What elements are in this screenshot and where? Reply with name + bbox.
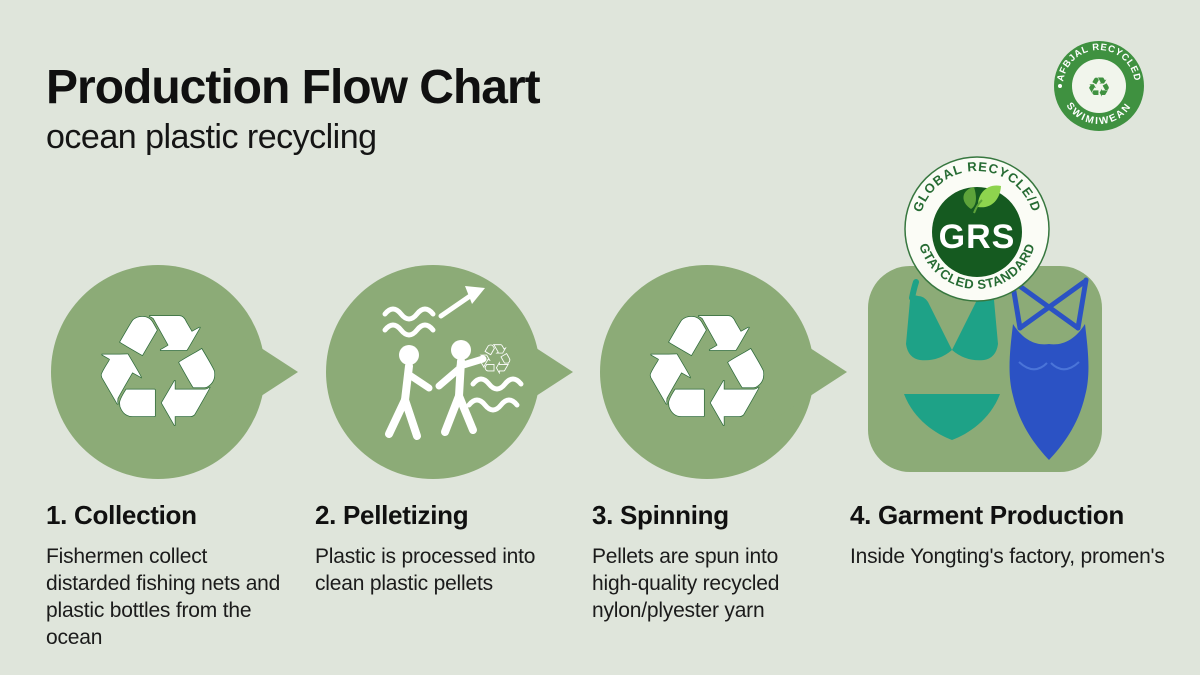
step-4-shape (868, 266, 1102, 472)
recycled-swimwear-badge: AFBJAL RECYCLED SWIMIWEAN ♻ (1054, 41, 1144, 131)
recycle-symbol-icon: ♻ (89, 281, 228, 462)
grs-center-text: GRS (939, 218, 1016, 256)
small-recycle-icon: ♲ (476, 335, 514, 384)
step-2-description: Plastic is processed into clean plastic … (315, 545, 536, 595)
bikini-icon (904, 279, 1000, 440)
one-piece-swimsuit-icon (1009, 277, 1089, 460)
swimwear-icon (904, 277, 1089, 460)
step-3-description: Pellets are spun into high-quality recyc… (592, 545, 780, 622)
badge-inner-circle (1072, 59, 1126, 113)
step-1-heading: 1. Collection (46, 500, 197, 530)
page-title: Production Flow Chart (46, 61, 541, 114)
step-4-description: Inside Yongting's factory, promen's (850, 545, 1165, 568)
people-processing-icon (382, 286, 524, 440)
step-2-shape: ♲ (326, 265, 573, 479)
leaf-icon (963, 185, 1001, 214)
page-subtitle: ocean plastic recycling (46, 118, 377, 156)
step-2-heading: 2. Pelletizing (315, 500, 469, 530)
step-4-heading: 4. Garment Production (850, 500, 1124, 530)
recycle-icon: ♻ (1087, 73, 1111, 104)
badge-separator-dot (1058, 84, 1062, 88)
step-1-shape: ♻ (51, 265, 298, 479)
step-3-shape: ♻ (600, 265, 847, 479)
step-1-description: Fishermen collect distarded fishing nets… (46, 545, 281, 649)
grs-badge: GLOBAL RECYCLE/D GTAYCLED STANDARD GRS (904, 156, 1050, 302)
recycle-symbol-icon: ♻ (638, 281, 777, 462)
step-3-heading: 3. Spinning (592, 500, 729, 530)
grs-inner-circle (932, 187, 1022, 277)
